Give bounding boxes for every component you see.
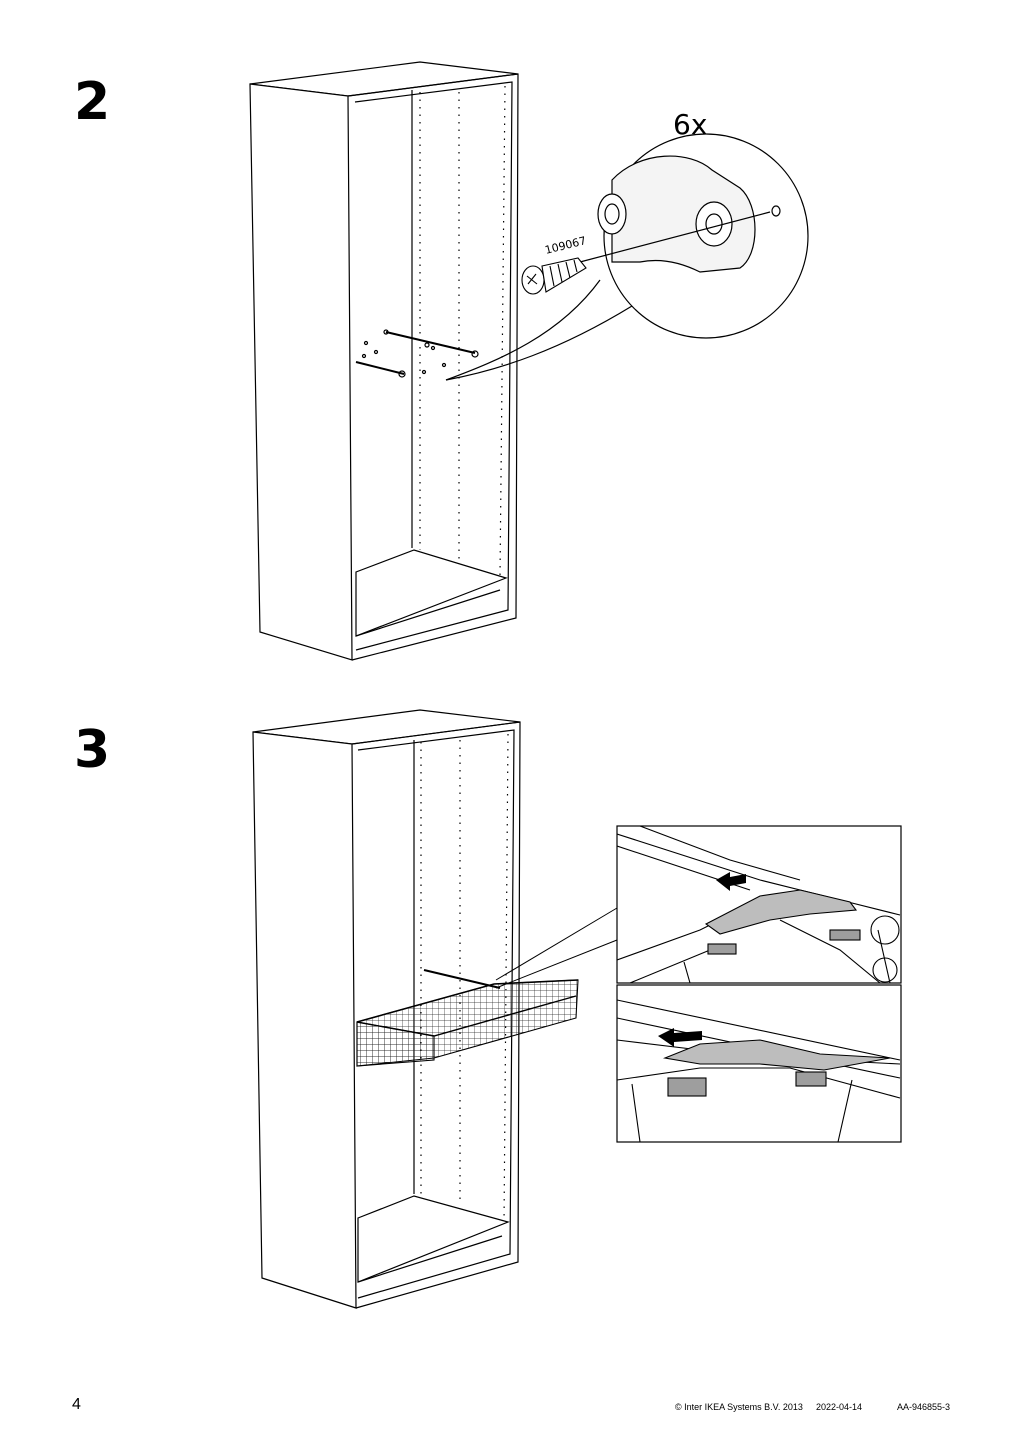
detail-view-top: [616, 825, 902, 984]
page-number: 4: [72, 1396, 81, 1413]
detail-callout: [445, 133, 809, 381]
cabinet-drawing-step2: [249, 61, 519, 661]
step-3-number: 3: [74, 720, 111, 780]
copyright-text: © Inter IKEA Systems B.V. 2013: [675, 1402, 803, 1412]
document-date: 2022-04-14: [816, 1402, 863, 1412]
quantity-label: 6x: [673, 108, 707, 141]
slide-arrow-icon: [716, 872, 746, 891]
step-2-number: 2: [74, 72, 111, 132]
wire-basket-drawing: [356, 969, 579, 1067]
cabinet-drawing-step3: [252, 709, 521, 1309]
screw-icon: [521, 257, 587, 295]
part-number-label: 109067: [544, 234, 588, 257]
detail-view-bottom: [616, 984, 902, 1143]
slide-arrow-icon: [658, 1028, 702, 1047]
document-code: AA-946855-3: [897, 1402, 951, 1412]
